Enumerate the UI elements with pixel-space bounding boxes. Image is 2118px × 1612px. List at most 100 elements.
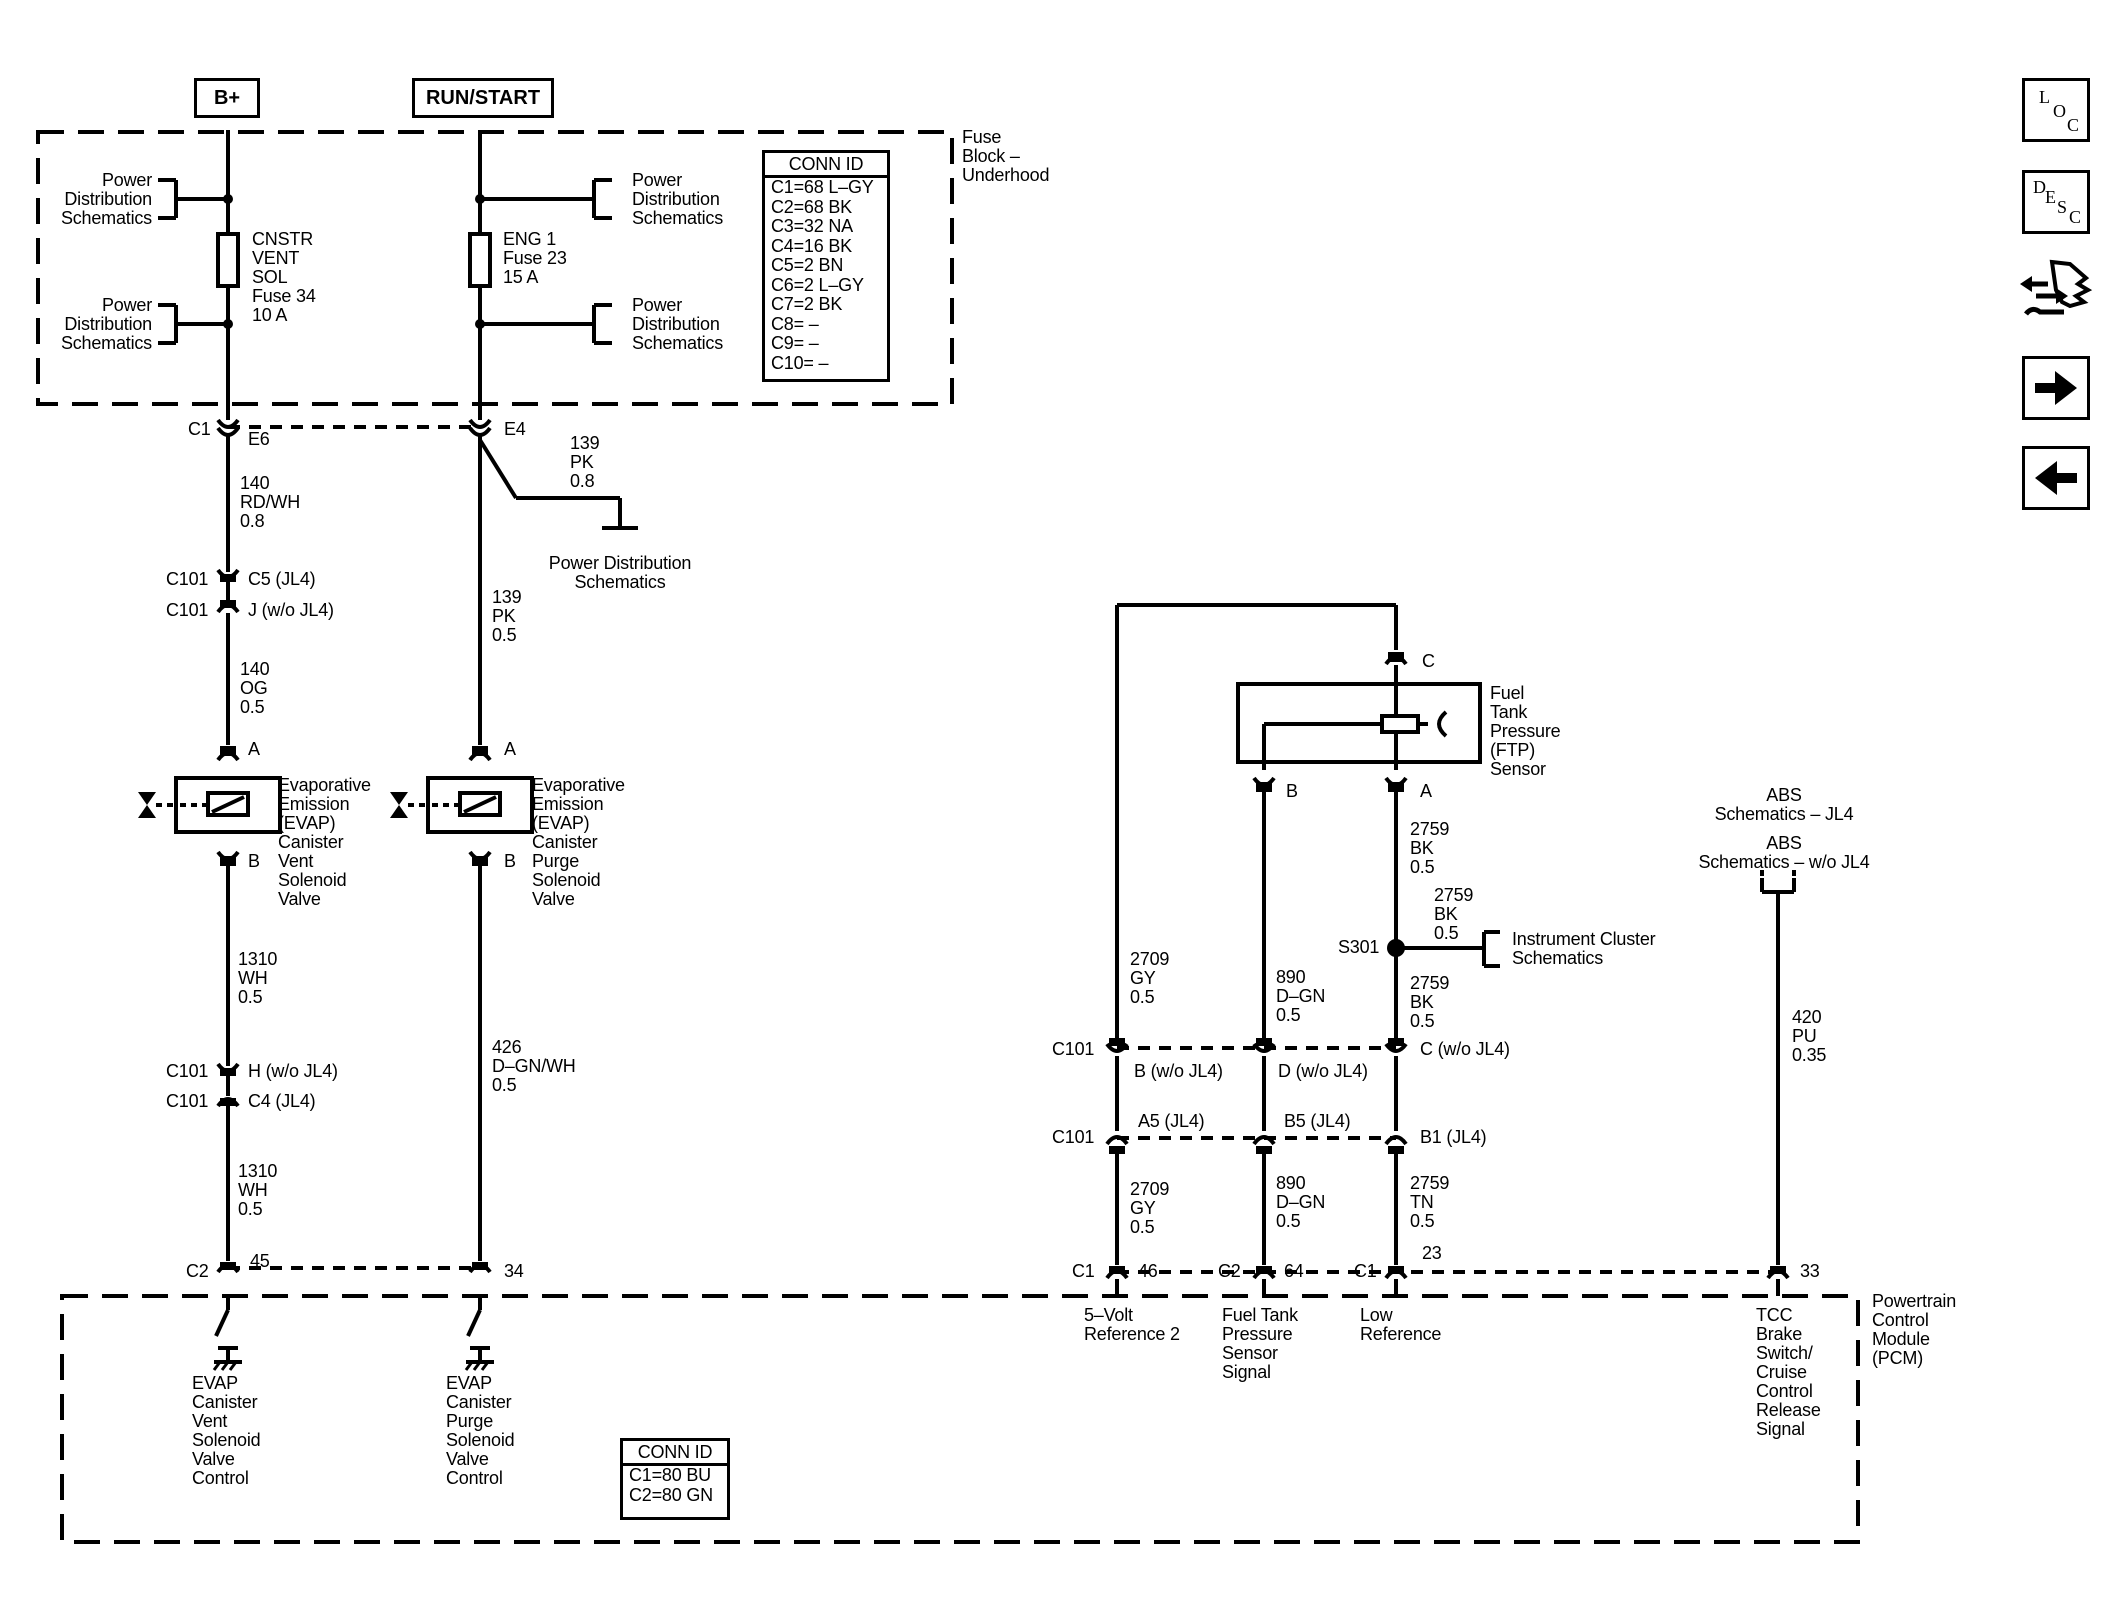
pd-link-bl[interactable]: Power Distribution Schematics — [60, 295, 152, 353]
loc-l: L — [2039, 87, 2050, 107]
c101-r2: C101 — [1052, 1127, 1095, 1147]
desc-c: C — [2069, 207, 2082, 227]
e4: E4 — [504, 419, 526, 439]
wire-1310-b: 1310 WH 0.5 — [238, 1161, 278, 1219]
a5-jl4: A5 (JL4) — [1138, 1111, 1205, 1131]
pin-45: 45 — [250, 1251, 270, 1271]
h-wo-jl4: H (w/o JL4) — [248, 1061, 338, 1081]
desc-icon[interactable]: D E S C — [2022, 170, 2090, 234]
wire-140-rdwh: 140 RD/WH 0.8 — [240, 473, 300, 531]
fuse-34-label: CNSTR VENT SOL Fuse 34 10 A — [252, 229, 316, 325]
pd-link-br[interactable]: Power Distribution Schematics — [632, 295, 724, 353]
b-vent: B — [248, 851, 260, 871]
fuse-23 — [468, 232, 492, 288]
bplus-box: B+ — [194, 78, 260, 118]
wire-2759-c: 2759 BK 0.5 — [1410, 973, 1450, 1031]
abs-wo-link[interactable]: ABS Schematics – w/o JL4 — [1698, 833, 1870, 872]
fuse-block-box — [36, 130, 954, 406]
a-ftp: A — [1420, 781, 1432, 801]
low-ref-label: Low Reference — [1360, 1305, 1442, 1344]
wire-139-pk-05: 139 PK 0.5 — [492, 587, 522, 645]
desc-s: S — [2057, 197, 2068, 217]
wire-2759-a: 2759 BK 0.5 — [1410, 819, 1450, 877]
ftp-signal-label: Fuel Tank Pressure Sensor Signal — [1222, 1305, 1298, 1382]
wire-1310-a: 1310 WH 0.5 — [238, 949, 278, 1007]
b-purge: B — [504, 851, 516, 871]
c101-2: C101 — [166, 600, 209, 620]
pd-link-mid[interactable]: Power Distribution Schematics — [548, 553, 692, 592]
c101-4: C101 — [166, 1091, 209, 1111]
c2-left: C2 — [186, 1261, 209, 1281]
wire-426: 426 D–GN/WH 0.5 — [492, 1037, 576, 1095]
instrument-cluster-link[interactable]: Instrument Cluster Schematics — [1512, 929, 1656, 968]
connector-hand-icon[interactable] — [2018, 254, 2094, 330]
abs-jl4-link[interactable]: ABS Schematics – JL4 — [1714, 785, 1854, 824]
pd-link-tl[interactable]: Power Distribution Schematics — [60, 170, 152, 228]
wire-420: 420 PU 0.35 — [1792, 1007, 1827, 1065]
wire-890-b: 890 D–GN 0.5 — [1276, 1173, 1326, 1231]
b-ftp: B — [1286, 781, 1298, 801]
c1-23: C1 — [1354, 1261, 1377, 1281]
wire-140-og: 140 OG 0.5 — [240, 659, 270, 717]
vent-valve-label: Evaporative Emission (EVAP) Canister Ven… — [278, 775, 371, 909]
desc-d: D — [2033, 177, 2046, 197]
s301-label: S301 — [1338, 937, 1380, 957]
e6: E6 — [248, 429, 270, 449]
wire-139-pk-08: 139 PK 0.8 — [570, 433, 600, 491]
conn-id-lines: C1=68 L–GY C2=68 BK C3=32 NA C4=16 BK C5… — [771, 177, 874, 373]
pcm-label: Powertrain Control Module (PCM) — [1872, 1291, 1957, 1368]
ref-5v-label: 5–Volt Reference 2 — [1084, 1305, 1180, 1344]
b1-jl4: B1 (JL4) — [1420, 1127, 1487, 1147]
pd-link-tr[interactable]: Power Distribution Schematics — [632, 170, 724, 228]
d-wo-jl4: D (w/o JL4) — [1278, 1061, 1368, 1081]
a-purge: A — [504, 739, 516, 759]
pcm-conn-id-title: CONN ID — [623, 1441, 727, 1466]
desc-e: E — [2045, 187, 2056, 207]
conn-id-table-top: CONN ID C1=68 L–GY C2=68 BK C3=32 NA C4=… — [762, 150, 890, 382]
c2-64: C2 — [1218, 1261, 1241, 1281]
conn-id-title: CONN ID — [765, 153, 887, 178]
c101-r1: C101 — [1052, 1039, 1095, 1059]
fuse-34 — [216, 232, 240, 288]
j-wo-jl4: J (w/o JL4) — [248, 600, 334, 620]
c-ftp: C — [1422, 651, 1435, 671]
b-wo-jl4: B (w/o JL4) — [1134, 1061, 1223, 1081]
conn-id-table-pcm: CONN ID C1=80 BU C2=80 GN — [620, 1438, 730, 1520]
wire-2709-b: 2709 GY 0.5 — [1130, 1179, 1170, 1237]
wire-890-a: 890 D–GN 0.5 — [1276, 967, 1326, 1025]
c101-1: C101 — [166, 569, 209, 589]
arrow-right-icon[interactable] — [2022, 356, 2090, 420]
c4-jl4: C4 (JL4) — [248, 1091, 316, 1111]
loc-c: C — [2067, 115, 2080, 135]
pcm-box — [60, 1294, 1860, 1544]
wire-2759-tn: 2759 TN 0.5 — [1410, 1173, 1450, 1231]
vent-control-label: EVAP Canister Vent Solenoid Valve Contro… — [192, 1373, 261, 1488]
c1-left: C1 — [188, 419, 211, 439]
purge-valve-label: Evaporative Emission (EVAP) Canister Pur… — [532, 775, 625, 909]
tcc-signal-label: TCC Brake Switch/ Cruise Control Release… — [1756, 1305, 1821, 1439]
purge-control-label: EVAP Canister Purge Solenoid Valve Contr… — [446, 1373, 515, 1488]
pin-33: 33 — [1800, 1261, 1820, 1281]
pin-23: 23 — [1422, 1243, 1442, 1263]
wire-2759-b: 2759 BK 0.5 — [1434, 885, 1474, 943]
pin-64: 64 — [1284, 1261, 1304, 1281]
loc-o: O — [2053, 101, 2066, 121]
arrow-left-icon[interactable] — [2022, 446, 2090, 510]
b5-jl4: B5 (JL4) — [1284, 1111, 1351, 1131]
splice-s301 — [1387, 939, 1405, 957]
loc-icon[interactable]: L O C — [2022, 78, 2090, 142]
pin-34: 34 — [504, 1261, 524, 1281]
c1-46: C1 — [1072, 1261, 1095, 1281]
c-wo-jl4: C (w/o JL4) — [1420, 1039, 1510, 1059]
pin-46: 46 — [1138, 1261, 1158, 1281]
fuse-23-label: ENG 1 Fuse 23 15 A — [503, 229, 567, 287]
wire-2709-a: 2709 GY 0.5 — [1130, 949, 1170, 1007]
pcm-conn-id-lines: C1=80 BU C2=80 GN — [629, 1465, 713, 1505]
c5-jl4: C5 (JL4) — [248, 569, 316, 589]
runstart-box: RUN/START — [412, 78, 554, 118]
ftp-sensor-label: Fuel Tank Pressure (FTP) Sensor — [1490, 683, 1561, 779]
c101-3: C101 — [166, 1061, 209, 1081]
fuse-block-label: Fuse Block – Underhood — [962, 127, 1050, 185]
